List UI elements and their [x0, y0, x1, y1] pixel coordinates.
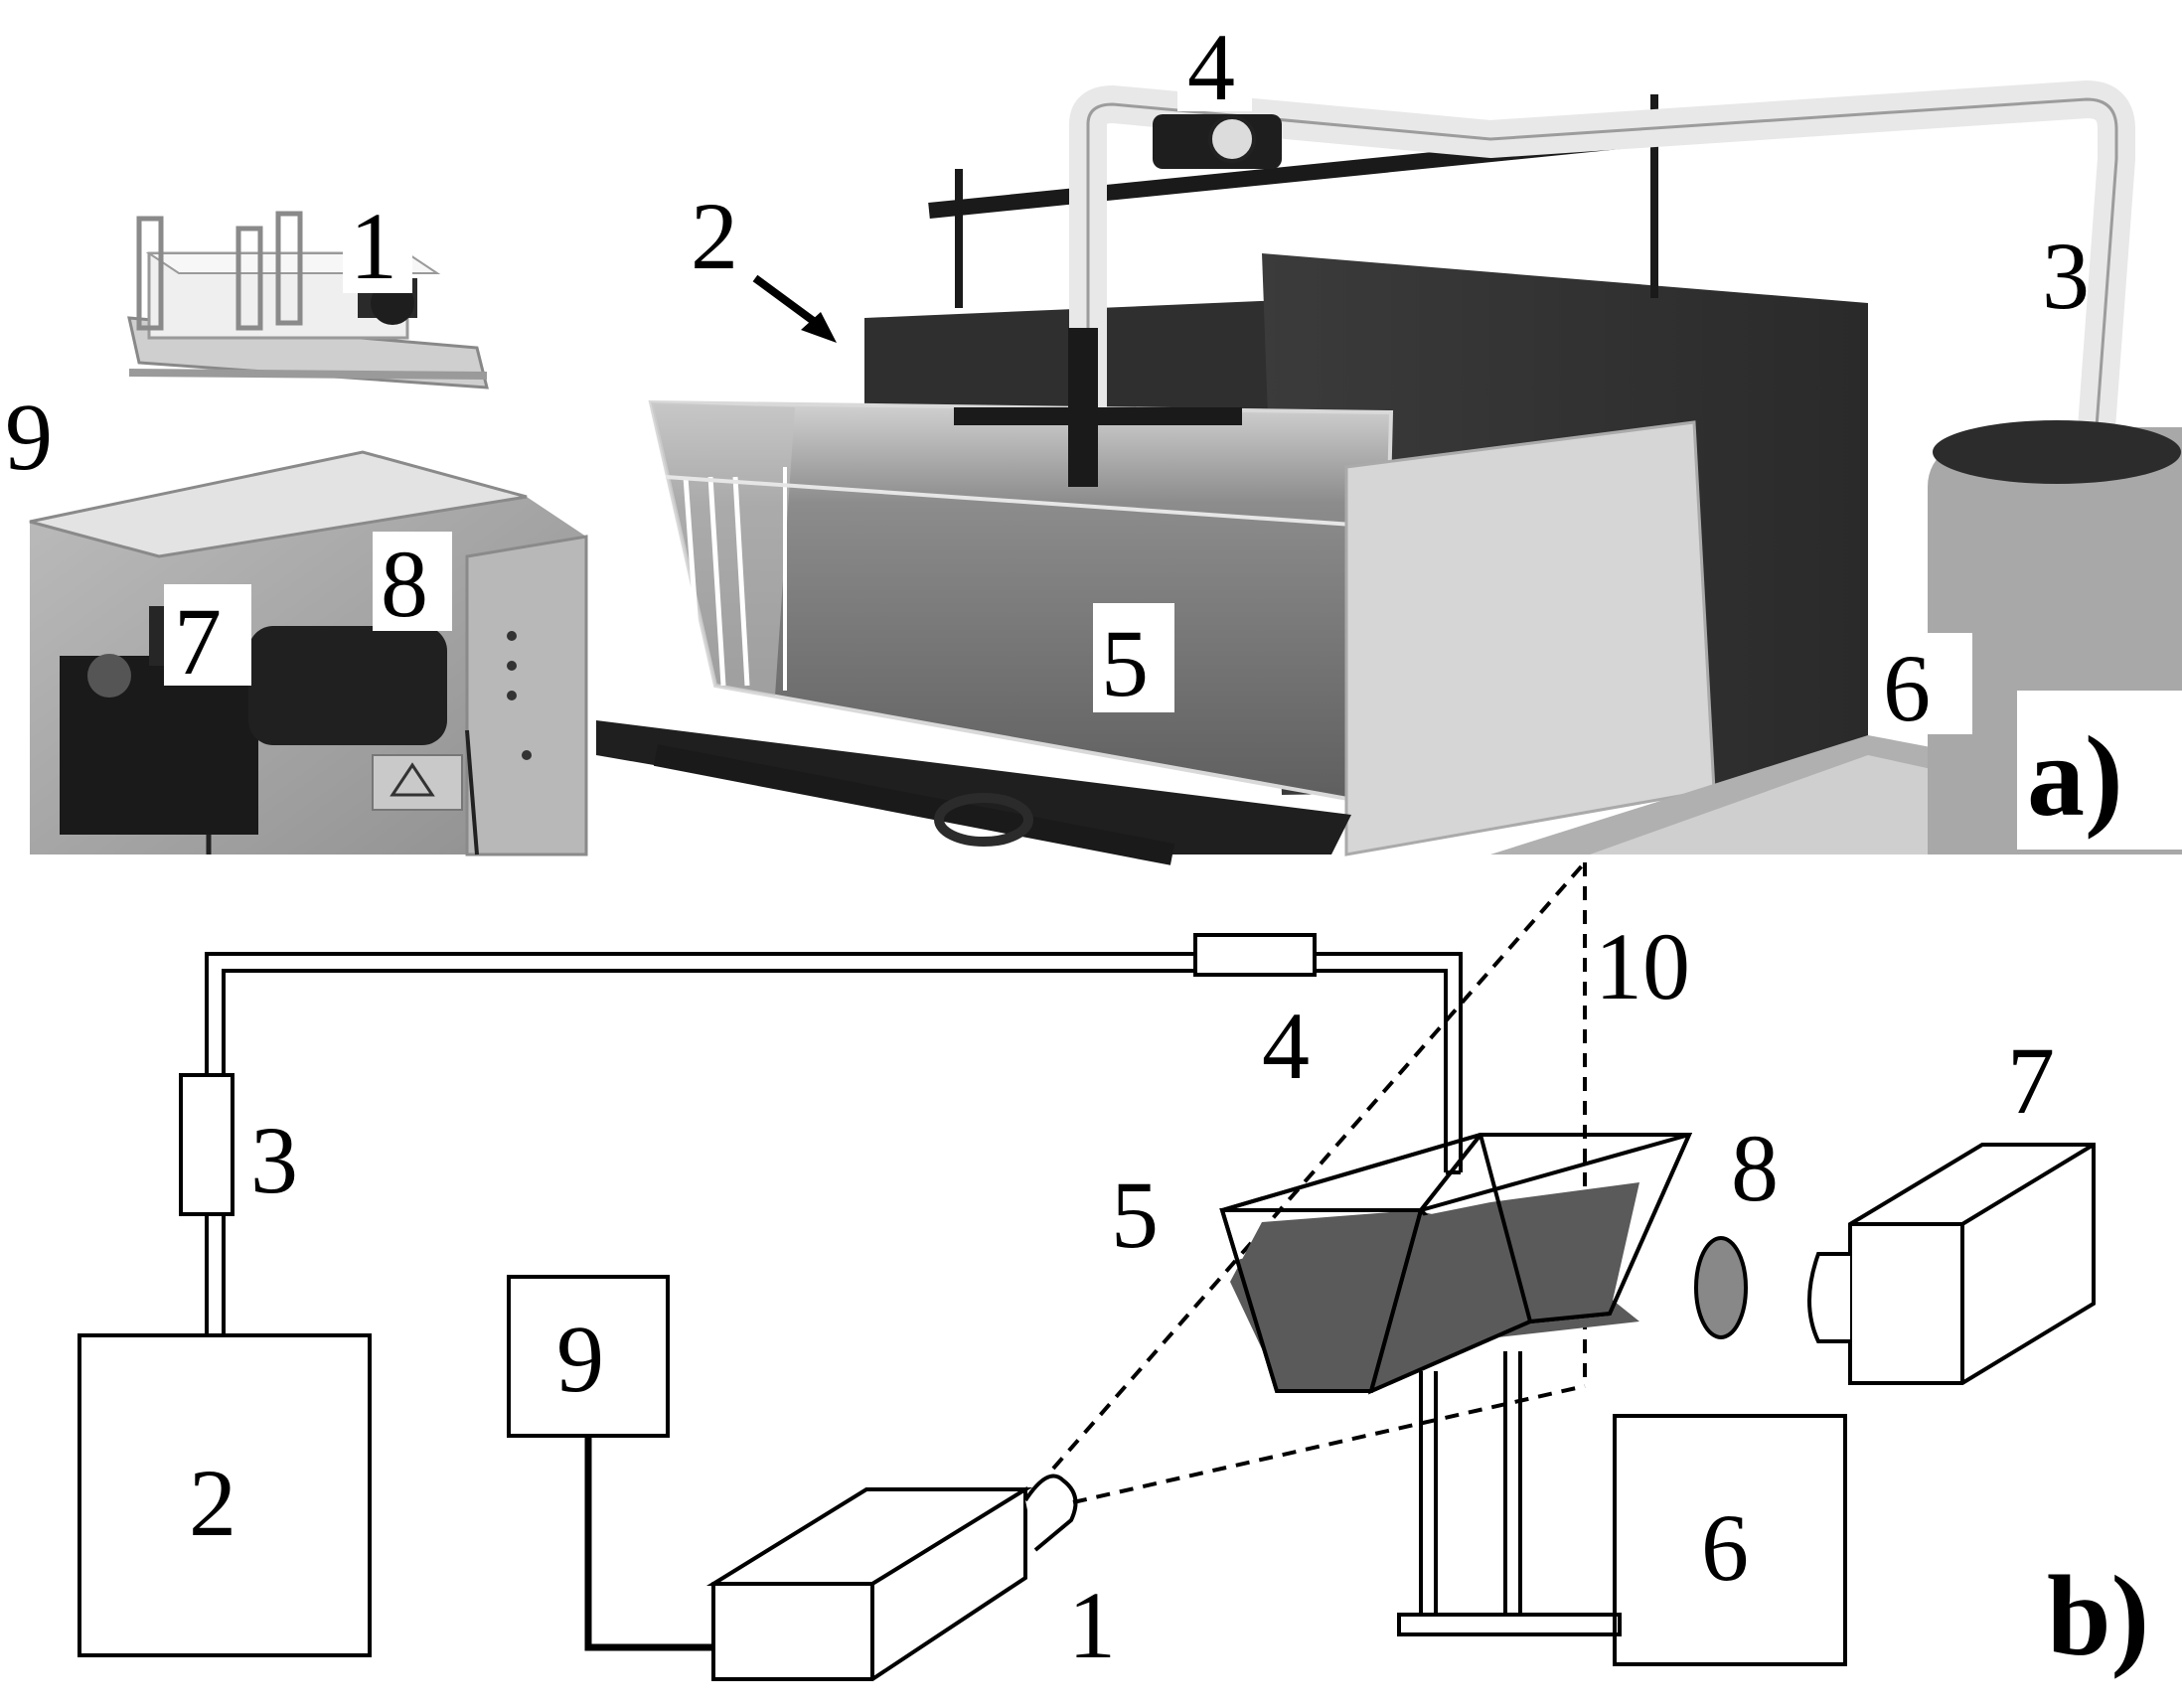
- arrow-2-head: [801, 312, 837, 343]
- schematic-label-10: 10: [1595, 913, 1690, 1019]
- schematic-label-9: 9: [556, 1306, 604, 1412]
- photo-label-4: 4: [1187, 14, 1235, 120]
- photo-label-6: 6: [1883, 635, 1931, 741]
- schematic-fluid: [1237, 1182, 1639, 1391]
- photo-label-2: 2: [691, 183, 738, 289]
- schematic-label-1: 1: [1068, 1572, 1116, 1678]
- photo-label-5: 5: [1101, 610, 1149, 716]
- photo-label-8: 8: [381, 531, 428, 637]
- schematic-label-4: 4: [1262, 993, 1310, 1099]
- panel-a-photo: 1 2 3 4 5 6 7 8 9 a): [5, 14, 2182, 865]
- schematic-label-2: 2: [189, 1450, 236, 1556]
- photo-label-9: 9: [5, 384, 53, 490]
- schematic-label-7: 7: [2007, 1027, 2055, 1134]
- panel-b-tag: b): [2047, 1553, 2149, 1680]
- photo-inset-laser: [127, 211, 489, 389]
- schematic-box-pump: [1613, 1414, 1847, 1666]
- photo-main-setup: [596, 80, 2182, 865]
- photo-label-1: 1: [350, 193, 397, 299]
- photo-inset-camera: [29, 450, 588, 856]
- photo-label-3: 3: [2042, 223, 2090, 329]
- schematic-labels: 1 2 3 4 5 6 7 8 9 10 b): [189, 913, 2149, 1680]
- schematic-supply-pipe: [179, 933, 1463, 1335]
- schematic-lens: [1694, 1236, 1748, 1339]
- panel-a-tag: a): [2027, 713, 2123, 841]
- schematic-laser: [705, 1474, 1078, 1681]
- schematic-label-3: 3: [250, 1107, 298, 1213]
- schematic-cable: [584, 1436, 713, 1651]
- schematic-label-5: 5: [1111, 1162, 1159, 1268]
- schematic-camera: [1807, 1143, 2096, 1385]
- schematic-label-8: 8: [1731, 1115, 1779, 1221]
- schematic-tank: [1219, 1133, 1693, 1395]
- arrow-2-shaft: [752, 274, 826, 332]
- schematic-label-6: 6: [1701, 1494, 1749, 1601]
- panel-b-schematic: [78, 860, 2096, 1681]
- schematic-support: [1397, 1351, 1622, 1636]
- photo-label-7: 7: [174, 588, 222, 695]
